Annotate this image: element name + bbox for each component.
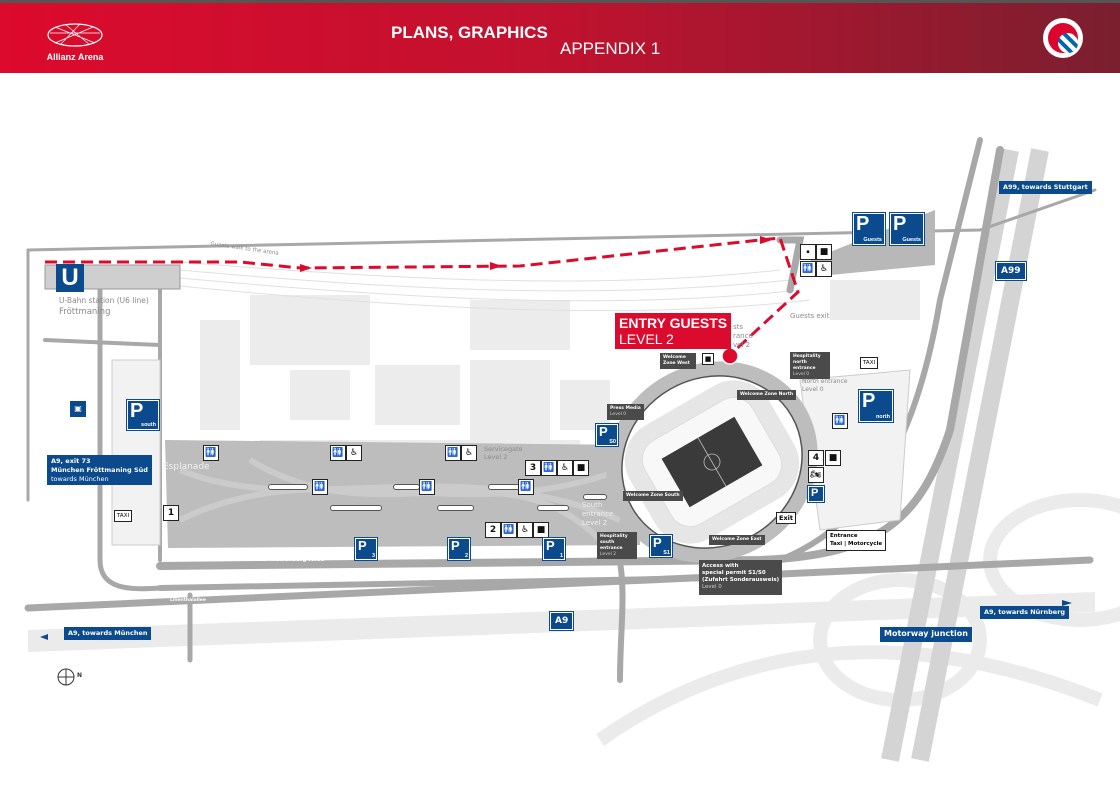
- luggage-icon: ■: [825, 450, 841, 466]
- roads: [24, 137, 1097, 683]
- bench: [330, 505, 382, 511]
- toilet-icon: 🚻: [312, 479, 328, 495]
- bus-stop-icon: ▣: [70, 401, 86, 417]
- welcome-zone-north: Welcome Zone North: [737, 390, 797, 400]
- luggage-icon: ■: [702, 353, 714, 365]
- exit-label: Exit: [776, 512, 796, 524]
- street-label: Werner-Heisenberg-Allee: [430, 572, 509, 578]
- toilet-icon: 🚻: [419, 479, 435, 495]
- compass-icon: [57, 668, 75, 686]
- ubahn-station-name: Fröttmaning: [59, 307, 111, 317]
- ubahn-station-label: U-Bahn station (U6 line): [59, 296, 149, 305]
- welcome-zone-east: Welcome Zone East: [709, 535, 765, 545]
- motorcycle-icon: 🏍: [808, 467, 824, 483]
- service-point-4: 4: [808, 450, 824, 466]
- a99-shield: A99: [996, 262, 1026, 281]
- luggage-icon: ■: [573, 460, 589, 476]
- toilet-icon: 🚻: [330, 445, 346, 461]
- toilet-icon: 🚻: [501, 522, 517, 538]
- rail-lines: [179, 261, 811, 312]
- taxi-sign: TAXI: [114, 510, 133, 522]
- wheelchair-icon: ♿: [816, 261, 832, 277]
- luggage-icon: ■: [533, 522, 549, 538]
- ubahn-sign: U: [56, 264, 84, 292]
- toilet-icon: 🚻: [518, 479, 534, 495]
- bench: [583, 494, 607, 500]
- bench: [537, 505, 569, 511]
- street-label: Werner-Heisenberg-Allee: [246, 557, 325, 563]
- esplanade-label: Esplanade: [163, 462, 210, 472]
- toilet-icon: 🚻: [832, 413, 848, 429]
- bench: [393, 484, 420, 490]
- page-subtitle: APPENDIX 1: [560, 39, 661, 58]
- wheelchair-icon: ♿: [461, 445, 477, 461]
- buildings: [200, 280, 920, 446]
- a9-muenchen-sign: A9, towards München: [64, 627, 152, 640]
- service-icon: ▪: [800, 244, 816, 260]
- page-title: PLANS, GRAPHICS: [391, 23, 548, 42]
- service-point-1: 1: [163, 505, 179, 521]
- taxi-sign-north: TAXI: [860, 357, 879, 369]
- welcome-zone-south: Welcome Zone South: [623, 491, 683, 501]
- entry-point-marker: [721, 347, 739, 365]
- fc-bayern-logo: [1043, 18, 1083, 58]
- welcome-zone-west: Welcome Zone West: [660, 353, 696, 369]
- wheelchair-icon: ♿: [346, 445, 362, 461]
- entry-guests-label: ENTRY GUESTS LEVEL 2: [615, 313, 732, 349]
- compass-north-label: N: [77, 672, 83, 679]
- guests-exit-label: Guests exit: [790, 312, 830, 320]
- allianz-arena-logo: Allianz Arena: [36, 17, 114, 65]
- toilet-icon: 🚻: [445, 445, 461, 461]
- site-map: [24, 137, 1120, 762]
- wheelchair-icon: ♿: [517, 522, 533, 538]
- toilet-icon: 🚻: [203, 445, 219, 461]
- luggage-icon: ■: [816, 244, 832, 260]
- motorway-junction: [595, 493, 1120, 746]
- toilet-icon: 🚻: [800, 261, 816, 277]
- stadium: [606, 361, 818, 563]
- a9-nuernberg-sign: A9, towards Nürnberg: [980, 606, 1070, 619]
- bench: [488, 484, 520, 490]
- bench: [437, 505, 474, 511]
- street-label: Lilienthalallee: [170, 598, 206, 603]
- arena-icon: [47, 23, 103, 47]
- wheelchair-icon: ♿: [557, 460, 573, 476]
- service-point-2: 2: [485, 522, 501, 538]
- guest-route: [45, 236, 800, 357]
- a9-shield: A9: [550, 612, 574, 631]
- disabled-parking: P: [808, 486, 824, 502]
- a99-motorway: [881, 148, 1049, 762]
- a99-stuttgart-sign: A99, towards Stuttgart: [999, 181, 1092, 194]
- header-bar: Allianz Arena PLANS, GRAPHICS APPENDIX 1: [0, 0, 1120, 73]
- service-point-3: 3: [525, 460, 541, 476]
- bench: [268, 484, 308, 490]
- motorway-junction-sign: Motorway junction: [880, 627, 972, 642]
- toilet-icon: 🚻: [541, 460, 557, 476]
